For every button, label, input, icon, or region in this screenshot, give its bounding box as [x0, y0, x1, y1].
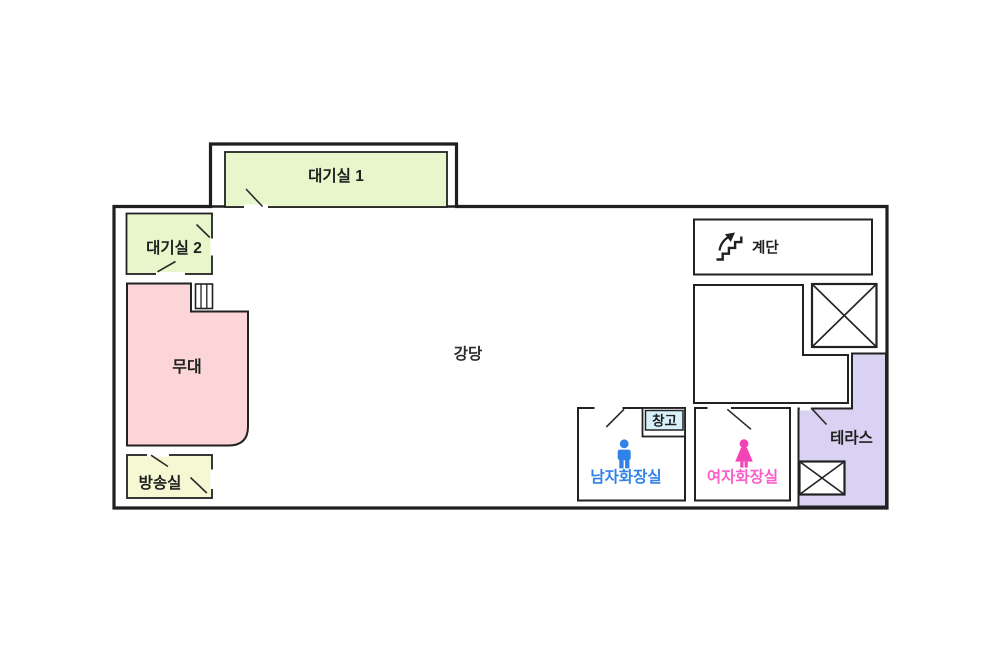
- terrace-label: 테라스: [830, 429, 873, 447]
- waiting-room-1-door: [244, 188, 268, 209]
- room-unlabeled: [693, 284, 849, 404]
- room-stage: [126, 282, 249, 447]
- auditorium-label: 강당: [454, 345, 483, 363]
- elevator-lower-icon: [798, 460, 846, 496]
- storage-label: 창고: [652, 413, 677, 429]
- stairs-icon: [716, 232, 743, 261]
- broadcast-room-doors: [147, 453, 215, 494]
- room-waiting-1: [224, 151, 448, 208]
- male-icon: [617, 439, 631, 469]
- room-stairs: [693, 218, 873, 276]
- stage-label: 무대: [172, 358, 201, 376]
- womens-restroom-label: 여자화장실: [707, 467, 778, 486]
- stairs-label: 계단: [752, 240, 779, 257]
- waiting-room-2-doors: [156, 223, 215, 276]
- stage-steps-icon: [194, 283, 214, 310]
- female-icon: [735, 439, 753, 468]
- mens-restroom-door: [594, 406, 625, 428]
- elevator-upper-icon: [810, 282, 878, 349]
- waiting-room-1-label: 대기실 1: [308, 167, 364, 185]
- storage-label-box: [644, 409, 684, 431]
- terrace-door: [799, 406, 828, 426]
- mens-restroom-label: 남자화장실: [590, 467, 661, 486]
- broadcast-room-label: 방송실: [139, 474, 182, 492]
- womens-restroom-door: [707, 406, 752, 430]
- waiting-room-2-label: 대기실 2: [146, 239, 202, 257]
